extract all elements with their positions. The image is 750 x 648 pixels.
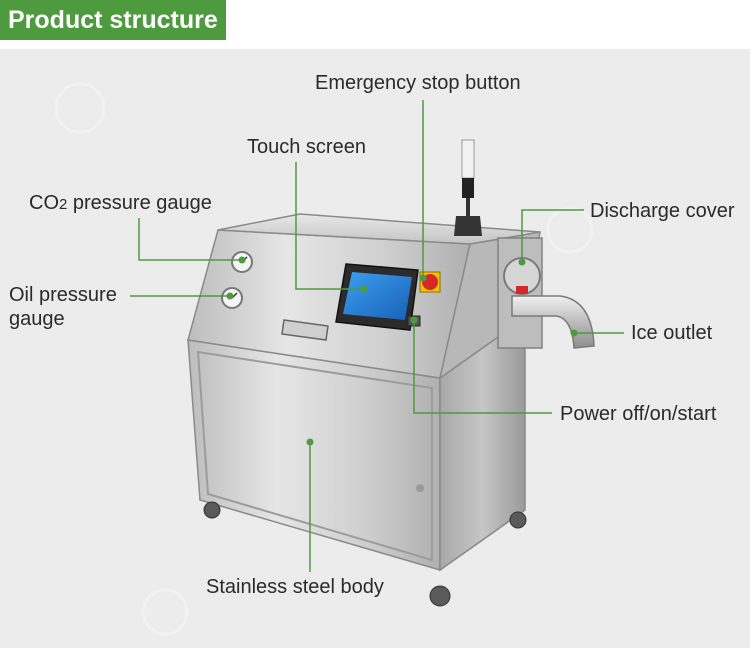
caster-wheels (203, 501, 527, 607)
leader-discharge-cover (521, 209, 584, 262)
panel-handle (281, 319, 329, 341)
door-lock (416, 484, 424, 492)
signal-tower-light (454, 139, 482, 236)
label-touch-screen: Touch screen (247, 136, 366, 158)
label-body: Stainless steel body (206, 576, 384, 598)
label-emergency-stop: Emergency stop button (315, 72, 521, 94)
label-oil-pressure-line1: Oil pressure (9, 284, 117, 306)
label-discharge-cover: Discharge cover (590, 200, 735, 222)
label-power: Power off/on/start (560, 403, 717, 425)
cabinet-front-panel (187, 339, 441, 571)
leader-endpoints (226, 256, 578, 446)
label-ice-outlet: Ice outlet (631, 322, 713, 344)
label-co2-gauge: CO2 pressure gauge (29, 191, 212, 217)
co2-subscript: 2 (59, 196, 68, 213)
leader-lines (130, 100, 624, 572)
co2-suffix: pressure gauge (67, 192, 212, 214)
page-title: Product structure (0, 0, 226, 40)
co2-prefix: CO (29, 192, 59, 214)
discharge-red-marker (516, 286, 528, 294)
touch-screen-display[interactable] (343, 272, 412, 320)
leader-co2-gauge (138, 218, 242, 261)
cabinet-door (196, 350, 433, 562)
leader-power (413, 320, 552, 414)
top-lid (217, 213, 541, 245)
label-oil-pressure-line2: gauge (9, 308, 65, 330)
leader-touch-screen (295, 162, 364, 290)
